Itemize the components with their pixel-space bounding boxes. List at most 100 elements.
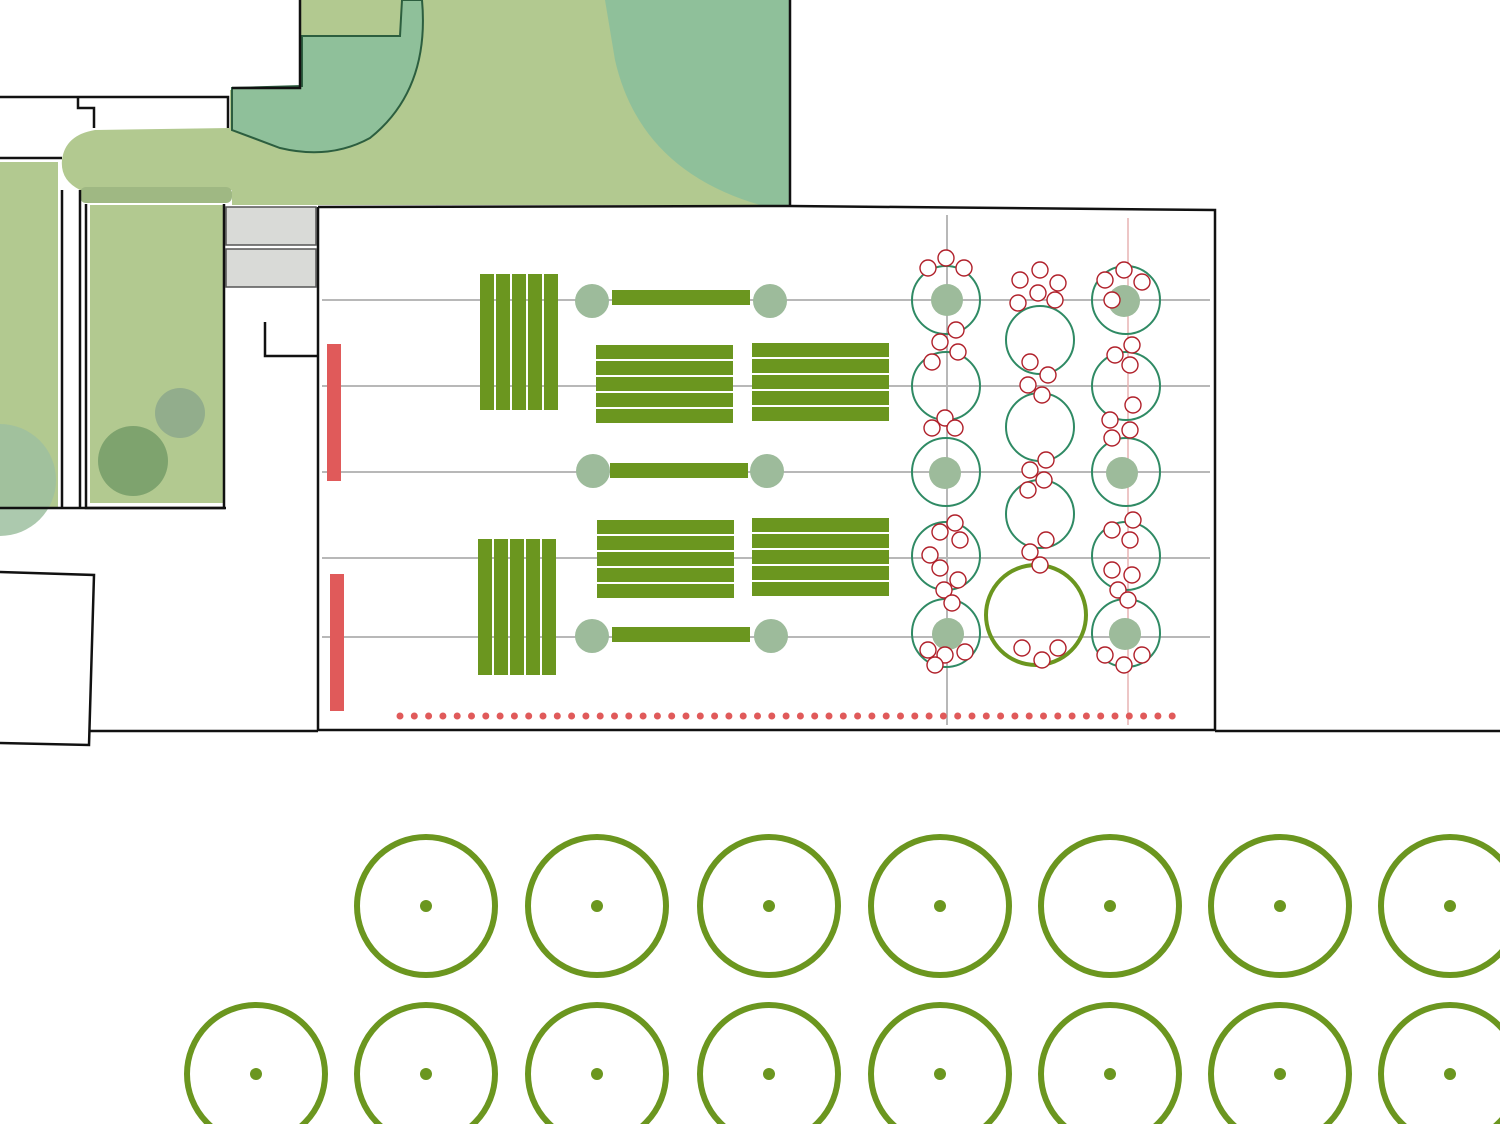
upper-lawn-group <box>61 0 791 205</box>
bollard <box>1040 712 1047 720</box>
small-tree <box>575 284 609 318</box>
bollard <box>968 712 976 720</box>
bollard <box>825 712 833 720</box>
outline-lower-building <box>0 570 96 747</box>
street-tree-trunk <box>250 1068 262 1080</box>
lawn-edge-shadow <box>80 187 232 203</box>
street-tree-trunk <box>763 900 775 912</box>
shrub <box>1039 366 1057 384</box>
bench-slat <box>597 568 734 582</box>
shrub <box>947 321 965 339</box>
shrub <box>943 594 961 612</box>
shrub <box>923 419 941 437</box>
bench-slat <box>752 407 889 421</box>
bollard <box>596 712 604 720</box>
street-tree-canopy <box>354 1002 498 1124</box>
street-tree-canopy <box>1378 1002 1500 1124</box>
bollard <box>1054 712 1062 720</box>
shrub <box>1124 396 1142 414</box>
shrub <box>1037 451 1055 469</box>
small-tree <box>754 619 788 653</box>
shrub <box>1021 461 1039 479</box>
shrub <box>1103 429 1121 447</box>
street-tree-canopy <box>525 834 669 978</box>
street-tree-trunk <box>1444 900 1456 912</box>
bench-slat <box>752 359 889 373</box>
shrub <box>931 333 949 351</box>
shrub <box>1133 646 1151 664</box>
bollard <box>754 712 761 720</box>
hedge <box>330 574 344 711</box>
bench <box>612 290 750 305</box>
bollard <box>496 712 504 720</box>
bollard <box>954 712 962 720</box>
street-tree-canopy <box>184 1002 328 1124</box>
shrub <box>1123 566 1141 584</box>
bollard <box>439 712 447 720</box>
shrub <box>1133 273 1151 291</box>
shrub <box>1035 471 1053 489</box>
bollard <box>882 712 890 720</box>
shrub <box>956 643 974 661</box>
street-tree-trunk <box>934 1068 946 1080</box>
street-tree-trunk <box>591 1068 603 1080</box>
shrub <box>1115 261 1133 279</box>
small-tree <box>750 454 784 488</box>
bench-slat <box>596 409 733 423</box>
shrub <box>1031 261 1049 279</box>
street-tree-canopy <box>697 1002 841 1124</box>
bench-slat <box>597 584 734 598</box>
shrub <box>1096 646 1114 664</box>
shrub <box>1115 656 1133 674</box>
street-tree-canopy <box>1038 1002 1182 1124</box>
small-tree <box>929 457 961 489</box>
bench <box>612 627 750 642</box>
tree-ring <box>911 437 981 507</box>
bench-slat <box>480 274 494 410</box>
bollard <box>625 712 633 720</box>
bench-slat <box>496 274 510 410</box>
bollard <box>696 712 704 720</box>
bollard <box>897 712 904 720</box>
bollard <box>782 712 790 720</box>
shrub <box>946 514 964 532</box>
street-tree-trunk <box>420 1068 432 1080</box>
street-tree-canopy <box>1208 834 1352 978</box>
bench-slat <box>752 343 889 357</box>
street-tree-trunk <box>1274 900 1286 912</box>
shrub <box>1021 353 1039 371</box>
shrub <box>1123 336 1141 354</box>
bollard <box>425 712 433 720</box>
street-tree-canopy <box>868 1002 1012 1124</box>
hedge <box>327 344 341 481</box>
bollard <box>1097 712 1105 720</box>
street-tree-canopy <box>525 1002 669 1124</box>
small-tree <box>576 454 610 488</box>
street-tree-trunk <box>420 900 432 912</box>
small-tree <box>931 284 963 316</box>
bollard <box>854 712 862 720</box>
bench-slat <box>596 345 733 359</box>
bench-slat <box>478 539 492 675</box>
shrub <box>1009 294 1027 312</box>
bench-slat <box>597 520 734 534</box>
shrub <box>1121 356 1139 374</box>
bench-slat <box>526 539 540 675</box>
bench-slat <box>510 539 524 675</box>
small-tree <box>575 619 609 653</box>
shrub <box>1119 591 1137 609</box>
shrub <box>923 353 941 371</box>
bollard <box>510 712 518 720</box>
bollard <box>768 712 776 720</box>
outline-plaza <box>316 204 1217 732</box>
bollard <box>410 712 418 720</box>
outline-top-step <box>0 95 230 128</box>
bollard <box>725 712 733 720</box>
bollard <box>1082 712 1090 720</box>
shrub <box>1011 271 1029 289</box>
bollard <box>611 712 618 720</box>
bollard <box>568 712 576 720</box>
shrub <box>1121 531 1139 549</box>
planting-bed-teal-left <box>231 0 424 154</box>
